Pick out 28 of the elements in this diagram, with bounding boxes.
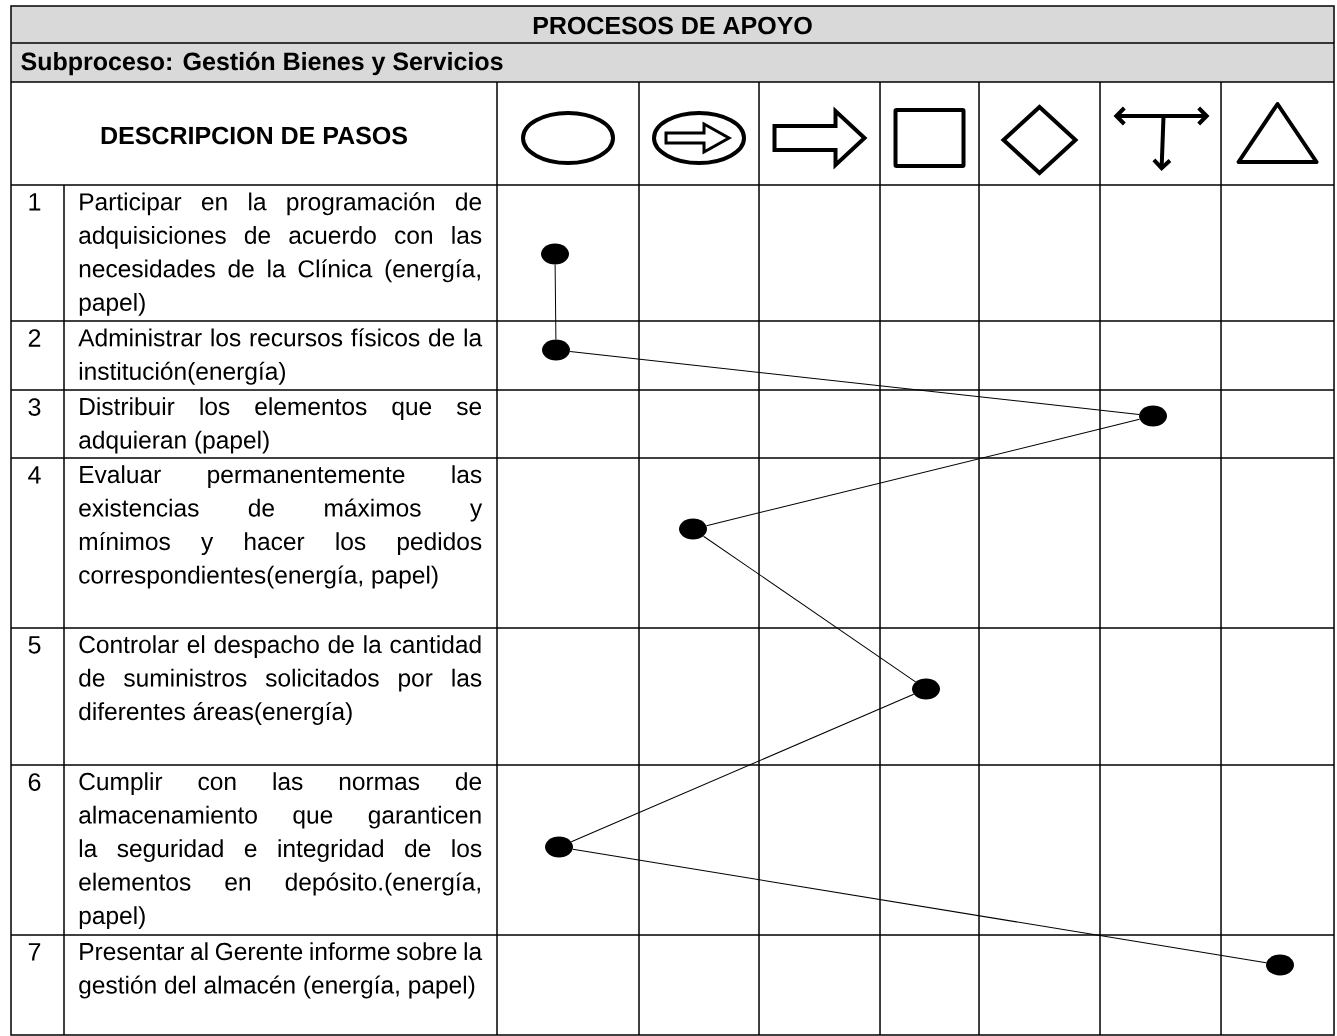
step-number: 3 <box>28 398 41 416</box>
step-description: Cumplir con las normas de almacenamiento que garanticen la seguridad e integridad de los elementos en depósito.(energía, papel) <box>79 772 482 930</box>
column-heading: DESCRIPCION DE PASOS <box>101 126 407 145</box>
step-description: Distribuir los elementos que se adquieran (papel) <box>79 397 482 454</box>
step-number: 7 <box>28 943 41 961</box>
connector-line <box>554 264 557 340</box>
step-description: Presentar al Gerente informe sobre la gestión del almacén (energía, papel) <box>79 942 483 999</box>
step-description: Controlar el despacho de la cantidad de suministros solicitados por las diferentes áreas(energía) <box>79 635 482 726</box>
connector-line <box>572 848 1267 964</box>
connector-line <box>570 693 915 843</box>
step-marker <box>912 678 940 700</box>
connector-line <box>703 535 916 683</box>
step-marker <box>679 518 707 540</box>
step-number: 5 <box>28 636 41 654</box>
step-marker <box>541 243 569 265</box>
step-marker <box>1139 405 1167 427</box>
step-number: 2 <box>28 329 41 347</box>
step-description: Administrar los recursos físicos de la institución(energía) <box>78 328 483 385</box>
step-number: 6 <box>28 773 41 791</box>
step-marker <box>545 836 573 858</box>
connector-line <box>706 418 1140 527</box>
step-description: Evaluar permanentemente las existencias de máximos y mínimos y hacer los pedidos correspondientes(energía, papel) <box>79 465 483 589</box>
step-marker <box>542 339 570 361</box>
step-marker <box>1266 954 1294 976</box>
step-description: Participar en la programación de adquisiciones de acuerdo con las necesidades de la Clínica (energía, papel) <box>79 192 482 316</box>
step-number: 4 <box>28 466 41 484</box>
connector-line <box>569 351 1140 415</box>
step-number: 1 <box>29 193 41 211</box>
